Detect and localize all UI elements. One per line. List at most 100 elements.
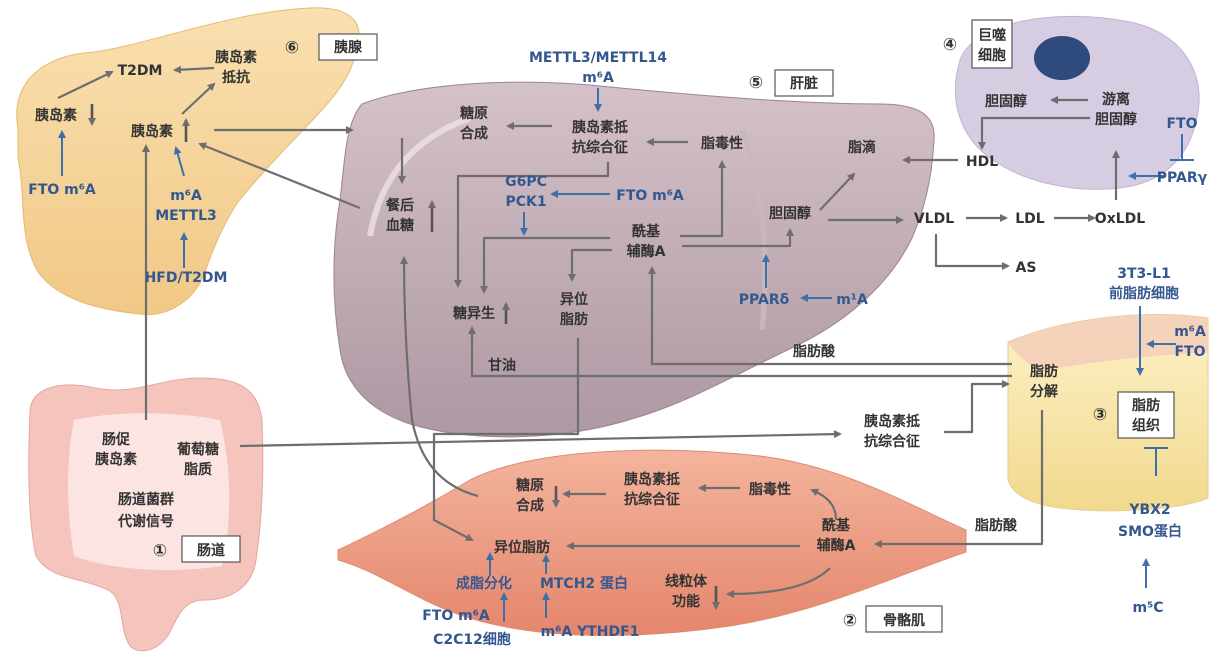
label-adipogenic-differentiation: 成脂分化 xyxy=(456,575,512,592)
label-systemic-resistance-1: 胰岛素抵 xyxy=(864,413,920,430)
organ-name-gut: 肠道 xyxy=(197,542,225,559)
arrow-lipolysis-to-muscle xyxy=(874,410,1044,548)
inhibit-ybx2-adipose xyxy=(1144,447,1168,476)
inhibit-fto-ppargamma xyxy=(1170,134,1194,161)
label-muscle-ectopic-fat: 异位脂肪 xyxy=(494,539,550,556)
arrow-acoa-to-cholesterol xyxy=(682,228,794,248)
label-ppargamma: PPARγ xyxy=(1157,170,1208,186)
organ-number-adipose: ③ xyxy=(1093,405,1107,425)
arrow-ectopic-fat-to-muscle xyxy=(432,338,580,541)
label-muscle-acetylcoa-1: 酰基 xyxy=(822,517,851,534)
label-gluconeogenesis: 糖异生 xyxy=(453,305,495,322)
label-glucose-lipid-2: 脂质 xyxy=(183,461,212,478)
macrophage-nucleus xyxy=(1034,36,1090,80)
label-postprandial-glucose-1: 餐后 xyxy=(385,197,414,214)
label-fto-macrophage: FTO xyxy=(1166,116,1197,132)
label-m6a-pancreas: m⁶A xyxy=(170,188,202,204)
organ-number-gut: ① xyxy=(153,541,167,561)
label-liver-acetylcoa-2: 辅酶A xyxy=(627,243,666,260)
label-mito-function-2: 功能 xyxy=(672,593,700,610)
label-ybx2: YBX2 xyxy=(1128,502,1170,518)
arrow-resistance-to-t2dm xyxy=(173,65,215,74)
arrow-acoa-to-lipotox-muscle xyxy=(810,488,838,521)
label-ppard: PPARδ xyxy=(739,292,790,308)
label-fatty-acid-muscle: 脂肪酸 xyxy=(974,517,1018,534)
arrow-insulin-up-to-resistance xyxy=(181,82,216,115)
arrow-acoa-to-gluconeo xyxy=(480,236,610,294)
label-incretin-2: 胰岛素 xyxy=(95,451,137,468)
label-g6pc: G6PC xyxy=(505,174,547,190)
label-fto-m6a-pancreas: FTO m⁶A xyxy=(28,182,96,198)
arrow-vldl-to-as xyxy=(934,234,1010,270)
label-lipolysis-1: 脂肪 xyxy=(1029,363,1058,380)
label-box-pancreas xyxy=(318,33,378,61)
label-muscle-resistance-1: 胰岛素抵 xyxy=(624,471,680,488)
label-fto-m6a-muscle: FTO m⁶A xyxy=(422,608,490,624)
label-insulin-resistance-line1: 胰岛素 xyxy=(215,49,257,66)
arrow-insulin-down-to-t2dm xyxy=(57,70,114,99)
label-glycogen-synthesis-2: 合成 xyxy=(460,125,488,142)
label-box-liver xyxy=(774,69,834,97)
organ-name-liver: 肝脏 xyxy=(790,75,818,92)
label-insulin-down: 胰岛素 xyxy=(35,107,77,124)
label-glycerol: 甘油 xyxy=(488,357,516,374)
label-incretin-1: 肠促 xyxy=(102,431,131,448)
label-muscle-resistance-2: 抗综合征 xyxy=(624,491,680,508)
label-box-muscle xyxy=(865,605,943,633)
label-ectopic-fat-2: 脂肪 xyxy=(559,311,588,328)
label-vldl: VLDL xyxy=(914,211,954,227)
label-mettl3: METTL3 xyxy=(155,208,217,224)
label-free-cholesterol-2: 胆固醇 xyxy=(1095,111,1137,128)
adipose-tissue-top xyxy=(1008,314,1208,372)
organ-number-pancreas: ⑥ xyxy=(285,38,299,58)
intestine-lumen xyxy=(68,413,230,571)
label-lipid-droplet: 脂滴 xyxy=(847,139,876,156)
label-hdl: HDL xyxy=(966,154,998,170)
arrow-resistance-to-lipolysis xyxy=(944,380,1010,434)
label-box-macrophage xyxy=(971,19,1013,69)
label-liver-resistance-1: 胰岛素抵 xyxy=(572,119,628,136)
organ-name-macrophage-2: 细胞 xyxy=(978,47,1006,64)
arrow-acoa-to-mito xyxy=(726,567,831,598)
macrophage-shape xyxy=(954,15,1200,190)
arrow-glycerol-to-gluconeo xyxy=(468,326,1012,378)
label-oxldl: OxLDL xyxy=(1095,211,1145,227)
label-glucose-lipid-1: 葡萄糖 xyxy=(176,441,219,458)
label-as: AS xyxy=(1016,260,1037,276)
label-muscle-glycogen-2: 合成 xyxy=(516,497,544,514)
organ-number-muscle: ② xyxy=(843,611,857,631)
organ-name-adipose-2: 组织 xyxy=(1132,417,1160,434)
label-insulin-up: 胰岛素 xyxy=(131,123,173,140)
label-systemic-resistance-2: 抗综合征 xyxy=(864,433,920,450)
label-hfd-t2dm: HFD/T2DM xyxy=(145,270,228,286)
arrow-acoa-to-ectopic xyxy=(568,248,612,282)
label-m5c: m⁵C xyxy=(1133,600,1164,616)
label-mito-function-1: 线粒体 xyxy=(665,573,708,590)
organ-name-pancreas: 胰腺 xyxy=(334,39,363,56)
label-muscle-glycogen-1: 糖原 xyxy=(516,477,544,494)
label-preadipocyte: 前脂肪细胞 xyxy=(1109,285,1179,302)
label-c2c12: C2C12细胞 xyxy=(433,631,511,648)
label-t2dm: T2DM xyxy=(118,63,163,79)
label-m6a-liver: m⁶A xyxy=(582,70,614,86)
label-insulin-resistance-line2: 抵抗 xyxy=(222,69,250,86)
label-pck1: PCK1 xyxy=(505,194,546,210)
label-lipolysis-2: 分解 xyxy=(1030,383,1058,400)
label-liver-cholesterol: 胆固醇 xyxy=(769,205,811,222)
label-m1a: m¹A xyxy=(836,292,868,308)
organ-name-macrophage-1: 巨噬 xyxy=(978,27,1006,44)
arrow-resistance-to-gluconeo xyxy=(454,162,610,288)
label-m6a-ythdf1: m⁶A YTHDF1 xyxy=(541,624,640,640)
label-fto-adipose: FTO xyxy=(1174,344,1205,360)
text-labels: ⑥ 胰腺 T2DM 胰岛素 抵抗 胰岛素 胰岛素 FTO m⁶A m⁶A MET… xyxy=(28,27,1207,648)
label-mettl3-mettl14: METTL3/METTL14 xyxy=(529,50,667,66)
label-box-gut xyxy=(181,535,241,563)
pancreas-shape xyxy=(16,7,360,315)
liver-shape xyxy=(333,81,935,438)
label-fto-m6a-liver: FTO m⁶A xyxy=(616,188,684,204)
arrow-glucose-to-insulin xyxy=(198,142,361,210)
arrow-muscle-glycogen-to-glucose xyxy=(400,256,479,498)
label-ldl: LDL xyxy=(1015,211,1045,227)
label-glycogen-synthesis-1: 糖原 xyxy=(460,105,488,122)
label-free-cholesterol-1: 游离 xyxy=(1102,91,1130,108)
